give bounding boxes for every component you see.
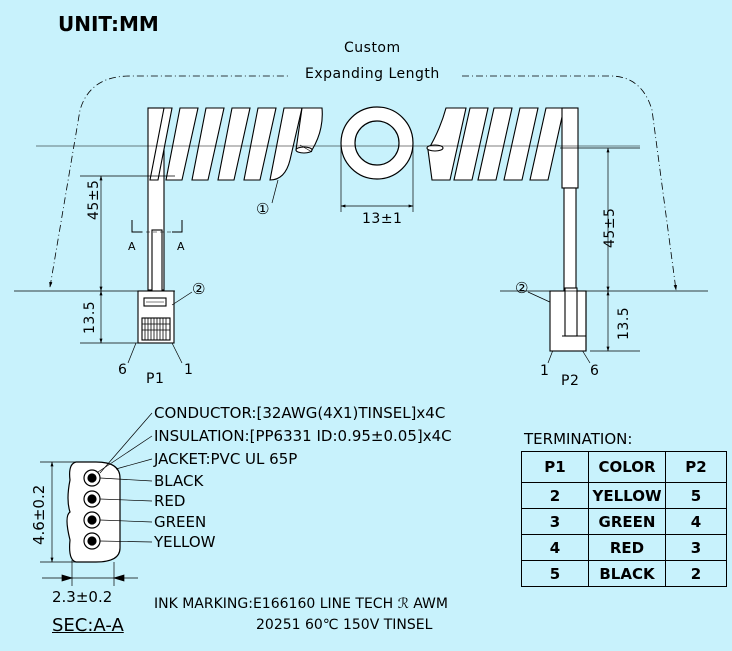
callout-2-right: ② bbox=[515, 279, 529, 297]
ul-mark-icon: ℛ bbox=[397, 596, 409, 612]
wire-green: GREEN bbox=[154, 513, 207, 531]
section-height-dim: 4.6±0.2 bbox=[30, 484, 48, 545]
table-header-row: P1 COLOR P2 bbox=[521, 451, 727, 483]
p2-pin-1: 1 bbox=[540, 363, 550, 379]
connector-p1 bbox=[137, 229, 175, 344]
expanding-length-left-arc bbox=[49, 75, 290, 288]
cell-p2: 5 bbox=[665, 482, 727, 509]
left-dimensions bbox=[14, 175, 175, 344]
connector-p2 bbox=[549, 287, 587, 352]
table-row: 5 BLACK 2 bbox=[521, 560, 727, 587]
cell-p2: 2 bbox=[665, 560, 727, 587]
expanding-length-label: Expanding Length bbox=[305, 66, 440, 82]
termination-title: TERMINATION: bbox=[524, 430, 633, 448]
section-width-dim: 2.3±0.2 bbox=[52, 588, 113, 606]
p1-pin-1: 1 bbox=[184, 362, 194, 378]
p2-label: P2 bbox=[561, 373, 580, 389]
ink-marking-line2: 20251 60℃ 150V TINSEL bbox=[256, 617, 433, 633]
table-row: 2 YELLOW 5 bbox=[521, 482, 727, 509]
wire-black: BLACK bbox=[154, 472, 204, 490]
callout-leaders bbox=[127, 179, 591, 364]
cell-color: YELLOW bbox=[588, 482, 666, 509]
coil-end-view bbox=[340, 106, 414, 180]
left-13-dim: 13.5 bbox=[82, 300, 98, 334]
cell-color: BLACK bbox=[588, 560, 666, 587]
header-color: COLOR bbox=[588, 451, 666, 483]
termination-table: P1 COLOR P2 2 YELLOW 5 3 GREEN 4 4 RED 3… bbox=[521, 451, 727, 587]
coil-od-dimension bbox=[340, 145, 414, 212]
table-row: 4 RED 3 bbox=[521, 534, 727, 561]
p2-pin-6: 6 bbox=[590, 363, 600, 379]
right-dimensions bbox=[500, 147, 708, 352]
unit-title: UNIT:MM bbox=[58, 12, 159, 36]
cell-p1: 3 bbox=[521, 508, 589, 535]
cable-cross-section bbox=[40, 412, 153, 586]
table-row: 3 GREEN 4 bbox=[521, 508, 727, 535]
spec-jacket: JACKET:PVC UL 65P bbox=[154, 450, 298, 468]
cell-p1: 4 bbox=[521, 534, 589, 561]
wire-red: RED bbox=[154, 492, 186, 510]
cell-p2: 4 bbox=[665, 508, 727, 535]
coil-right bbox=[426, 107, 579, 291]
spec-insulation: INSULATION:[PP6331 ID:0.95±0.05]x4C bbox=[154, 427, 452, 445]
ink-marking-line1: INK MARKING:E166160 LINE TECH ℛ AWM bbox=[154, 596, 448, 612]
ink-marking-prefix: INK MARKING:E166160 LINE TECH bbox=[154, 596, 394, 612]
p1-pin-6: 6 bbox=[118, 362, 128, 378]
coil-left bbox=[147, 107, 323, 291]
section-a-a-mark bbox=[131, 220, 183, 233]
cell-p1: 5 bbox=[521, 560, 589, 587]
custom-label: Custom bbox=[344, 40, 401, 56]
header-p2: P2 bbox=[665, 451, 727, 483]
section-mark-left: A bbox=[128, 240, 136, 253]
ink-marking-suffix: AWM bbox=[413, 596, 448, 612]
expanding-length-right-arc bbox=[462, 75, 677, 291]
callout-1: ① bbox=[256, 200, 270, 218]
cell-color: GREEN bbox=[588, 508, 666, 535]
section-label: SEC:A-A bbox=[52, 615, 124, 636]
cell-p1: 2 bbox=[521, 482, 589, 509]
coil-od-value: 13±1 bbox=[362, 211, 403, 227]
cell-color: RED bbox=[588, 534, 666, 561]
wire-yellow: YELLOW bbox=[154, 533, 216, 551]
section-mark-right: A bbox=[177, 240, 185, 253]
right-45-dim: 45±5 bbox=[602, 207, 618, 248]
left-45-dim: 45±5 bbox=[86, 179, 102, 220]
right-13-dim: 13.5 bbox=[616, 306, 632, 340]
cell-p2: 3 bbox=[665, 534, 727, 561]
p1-label: P1 bbox=[146, 371, 165, 387]
header-p1: P1 bbox=[521, 451, 589, 483]
callout-2-left: ② bbox=[192, 280, 206, 298]
spec-conductor: CONDUCTOR:[32AWG(4X1)TINSEL]x4C bbox=[154, 404, 446, 422]
